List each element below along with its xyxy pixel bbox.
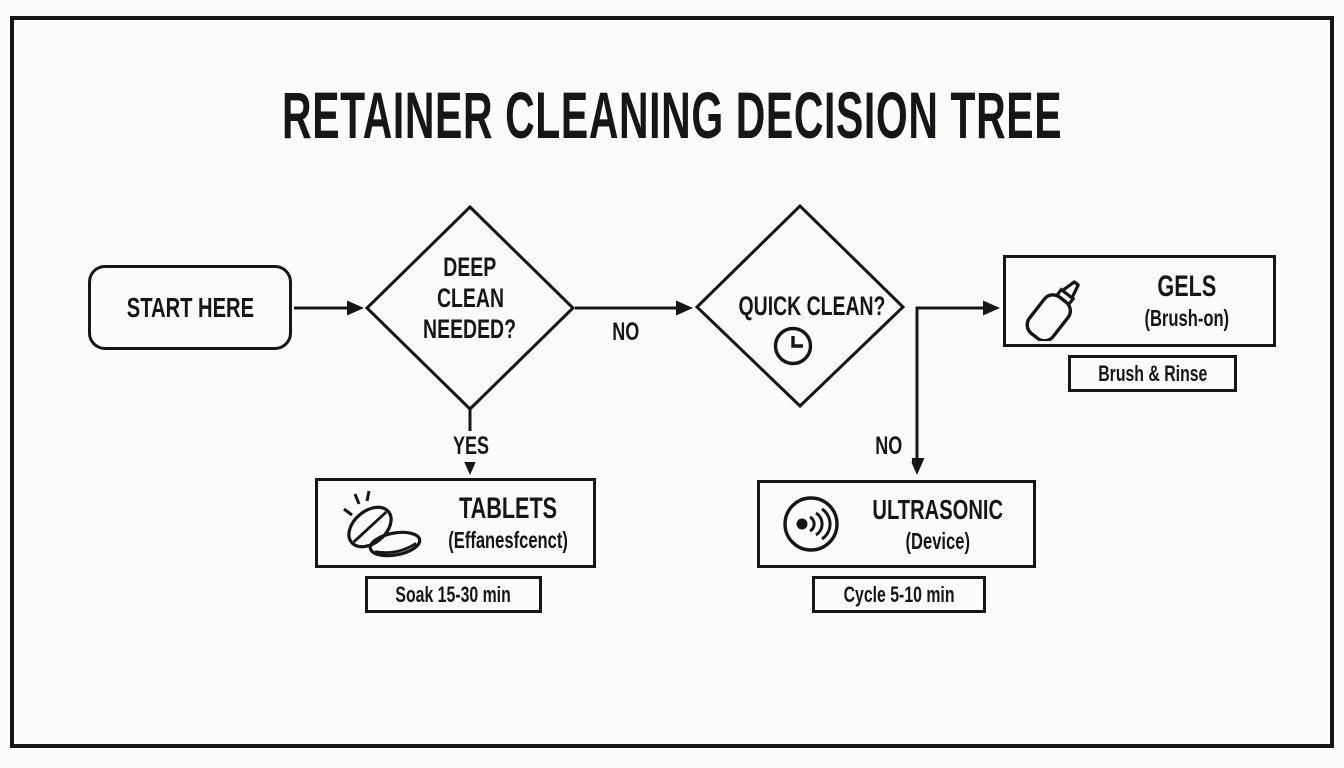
ultrasonic-note-text: Cycle 5-10 min — [843, 581, 955, 607]
clock-icon — [773, 326, 813, 366]
gels-note-text: Brush & Rinse — [1097, 360, 1208, 386]
tablets-node-text: TABLETS (Effanesfcenct) — [424, 493, 593, 553]
gels-note-box: Brush & Rinse — [1068, 355, 1237, 392]
effervescent-tablets-icon — [343, 490, 422, 558]
diagram-border-frame — [10, 16, 1334, 748]
gels-node: GELS (Brush-on) — [1003, 255, 1276, 347]
tablets-title: TABLETS — [459, 492, 558, 525]
no2-label-text: NO — [875, 432, 903, 460]
ultrasonic-node-text: ULTRASONIC (Device) — [842, 494, 1033, 554]
gels-node-text: GELS (Brush-on) — [1100, 271, 1273, 331]
ultrasonic-node: ULTRASONIC (Device) — [757, 480, 1036, 568]
gels-title: GELS — [1157, 270, 1216, 303]
gels-subtitle: (Brush-on) — [1144, 305, 1229, 331]
page-title: RETAINER CLEANING DECISION TREE — [0, 78, 1344, 152]
deep-clean-decision-label: DEEP CLEAN NEEDED? — [390, 252, 550, 345]
ultrasonic-device-icon — [783, 496, 839, 552]
ultrasonic-title: ULTRASONIC — [872, 494, 1003, 525]
quick-clean-label-text: QUICK CLEAN? — [738, 291, 886, 321]
edge-label-no-quick-clean: NO — [866, 431, 912, 462]
ultrasonic-note-box: Cycle 5-10 min — [812, 576, 986, 613]
tablets-node: TABLETS (Effanesfcenct) — [315, 478, 596, 568]
edge-label-yes-deep-clean: YES — [444, 431, 498, 462]
no-label-text: NO — [612, 318, 640, 346]
quick-clean-decision-label: QUICK CLEAN? — [710, 291, 890, 322]
ultrasonic-subtitle: (Device) — [905, 528, 970, 554]
start-node: START HERE — [88, 265, 292, 350]
tablets-subtitle: (Effanesfcenct) — [448, 527, 569, 553]
tablets-note-text: Soak 15-30 min — [395, 581, 512, 607]
gel-bottle-icon — [1025, 280, 1080, 341]
deep-clean-line-3: NEEDED? — [423, 314, 517, 344]
page-title-text: RETAINER CLEANING DECISION TREE — [281, 78, 1063, 152]
edge-label-no-deep-clean: NO — [598, 317, 654, 348]
yes-label-text: YES — [452, 432, 490, 460]
start-node-label: START HERE — [126, 291, 254, 323]
deep-clean-line-2: CLEAN — [436, 283, 504, 313]
deep-clean-line-1: DEEP — [443, 252, 497, 282]
tablets-note-box: Soak 15-30 min — [365, 576, 542, 613]
